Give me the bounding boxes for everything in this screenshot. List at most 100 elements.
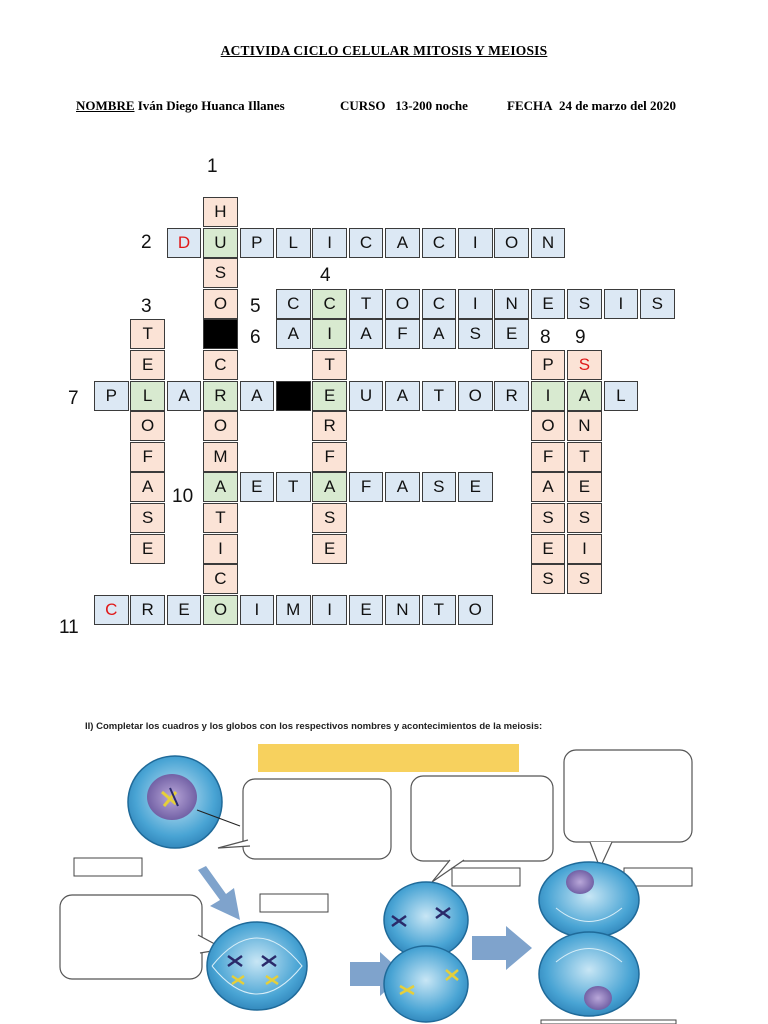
crossword-cell[interactable]: F: [130, 441, 165, 472]
crossword-cell[interactable]: I: [458, 227, 493, 258]
crossword-cell[interactable]: E: [458, 472, 493, 503]
crossword-cell[interactable]: H: [203, 197, 238, 227]
crossword-cell[interactable]: P: [239, 227, 275, 258]
crossword-cell[interactable]: A: [385, 472, 420, 503]
crossword-cell[interactable]: T: [348, 288, 384, 319]
crossword-cell[interactable]: N: [385, 594, 420, 625]
crossword-cell[interactable]: O: [458, 594, 493, 625]
crossword-cell[interactable]: C: [94, 594, 129, 625]
crossword-cell[interactable]: D: [166, 227, 202, 258]
crossword-cell[interactable]: F: [312, 441, 347, 472]
crossword-cell[interactable]: A: [239, 380, 275, 411]
crossword-cell[interactable]: O: [494, 227, 529, 258]
crossword-cell[interactable]: I: [458, 288, 493, 319]
crossword-cell[interactable]: S: [530, 564, 566, 595]
label-box[interactable]: [540, 1019, 677, 1024]
crossword-cell[interactable]: S: [567, 350, 602, 380]
crossword-cell[interactable]: A: [276, 319, 311, 350]
crossword-cell[interactable]: O: [130, 411, 165, 442]
crossword-cell[interactable]: M: [203, 441, 238, 472]
crossword-cell[interactable]: S: [567, 564, 602, 595]
crossword-cell[interactable]: S: [640, 288, 675, 319]
crossword-cell[interactable]: R: [130, 594, 165, 625]
speech-balloon[interactable]: [563, 749, 693, 870]
crossword-cell[interactable]: R: [494, 380, 529, 411]
crossword-cell[interactable]: N: [494, 288, 529, 319]
crossword-cell[interactable]: A: [567, 380, 602, 411]
crossword-cell[interactable]: S: [567, 288, 602, 319]
label-box[interactable]: [259, 893, 329, 913]
crossword-cell[interactable]: E: [494, 319, 529, 350]
crossword-cell[interactable]: E: [312, 533, 347, 564]
crossword-cell[interactable]: L: [276, 227, 311, 258]
crossword-cell[interactable]: I: [567, 533, 602, 564]
crossword-cell[interactable]: S: [203, 258, 238, 289]
crossword-cell[interactable]: S: [421, 472, 457, 503]
speech-balloon[interactable]: [59, 894, 226, 980]
crossword-cell[interactable]: T: [567, 441, 602, 472]
crossword-cell[interactable]: S: [458, 319, 493, 350]
crossword-cell[interactable]: I: [312, 594, 347, 625]
crossword-cell[interactable]: L: [130, 380, 165, 411]
crossword-cell[interactable]: A: [385, 227, 420, 258]
crossword-cell[interactable]: A: [130, 472, 165, 503]
crossword-cell[interactable]: A: [166, 380, 202, 411]
crossword-cell[interactable]: I: [312, 227, 347, 258]
yellow-title-box[interactable]: [258, 744, 519, 772]
crossword-cell[interactable]: I: [239, 594, 275, 625]
crossword-cell[interactable]: M: [276, 594, 311, 625]
crossword-cell[interactable]: R: [312, 411, 347, 442]
crossword-cell[interactable]: U: [348, 380, 384, 411]
speech-balloon[interactable]: [410, 775, 554, 883]
crossword-cell[interactable]: E: [530, 288, 566, 319]
crossword-cell[interactable]: S: [567, 503, 602, 533]
crossword-cell[interactable]: E: [312, 380, 347, 411]
crossword-cell[interactable]: I: [312, 319, 347, 350]
crossword-cell[interactable]: P: [94, 380, 129, 411]
crossword-cell[interactable]: C: [421, 288, 457, 319]
crossword-cell[interactable]: E: [130, 350, 165, 380]
crossword-cell[interactable]: A: [312, 472, 347, 503]
crossword-cell[interactable]: T: [312, 350, 347, 380]
crossword-cell[interactable]: C: [203, 350, 238, 380]
crossword-cell[interactable]: T: [130, 319, 165, 350]
crossword-cell[interactable]: F: [385, 319, 420, 350]
label-box[interactable]: [73, 857, 143, 877]
crossword-cell[interactable]: T: [421, 380, 457, 411]
crossword-cell[interactable]: A: [385, 380, 420, 411]
crossword-cell[interactable]: O: [385, 288, 420, 319]
crossword-cell[interactable]: T: [203, 503, 238, 533]
crossword-cell[interactable]: C: [312, 288, 347, 319]
crossword-cell[interactable]: I: [530, 380, 566, 411]
crossword-cell[interactable]: A: [203, 472, 238, 503]
crossword-cell[interactable]: O: [530, 411, 566, 442]
crossword-cell[interactable]: O: [203, 594, 238, 625]
crossword-cell[interactable]: E: [567, 472, 602, 503]
crossword-cell[interactable]: E: [239, 472, 275, 503]
crossword-cell[interactable]: O: [203, 288, 238, 319]
crossword-cell[interactable]: E: [166, 594, 202, 625]
label-box[interactable]: [451, 867, 521, 887]
crossword-cell[interactable]: T: [421, 594, 457, 625]
crossword-cell[interactable]: P: [530, 350, 566, 380]
crossword-cell[interactable]: S: [312, 503, 347, 533]
crossword-cell[interactable]: L: [603, 380, 639, 411]
crossword-cell[interactable]: A: [348, 319, 384, 350]
crossword-cell[interactable]: E: [130, 533, 165, 564]
crossword-cell[interactable]: R: [203, 380, 238, 411]
crossword-cell[interactable]: S: [530, 503, 566, 533]
crossword-cell[interactable]: F: [530, 441, 566, 472]
crossword-cell[interactable]: C: [276, 288, 311, 319]
crossword-cell[interactable]: O: [203, 411, 238, 442]
crossword-cell[interactable]: I: [603, 288, 639, 319]
crossword-cell[interactable]: A: [530, 472, 566, 503]
crossword-cell[interactable]: N: [567, 411, 602, 442]
speech-balloon[interactable]: [217, 778, 392, 860]
crossword-cell[interactable]: O: [458, 380, 493, 411]
crossword-cell[interactable]: E: [348, 594, 384, 625]
crossword-cell[interactable]: C: [348, 227, 384, 258]
crossword-cell[interactable]: E: [530, 533, 566, 564]
crossword-cell[interactable]: F: [348, 472, 384, 503]
crossword-cell[interactable]: U: [203, 227, 238, 258]
crossword-cell[interactable]: A: [421, 319, 457, 350]
